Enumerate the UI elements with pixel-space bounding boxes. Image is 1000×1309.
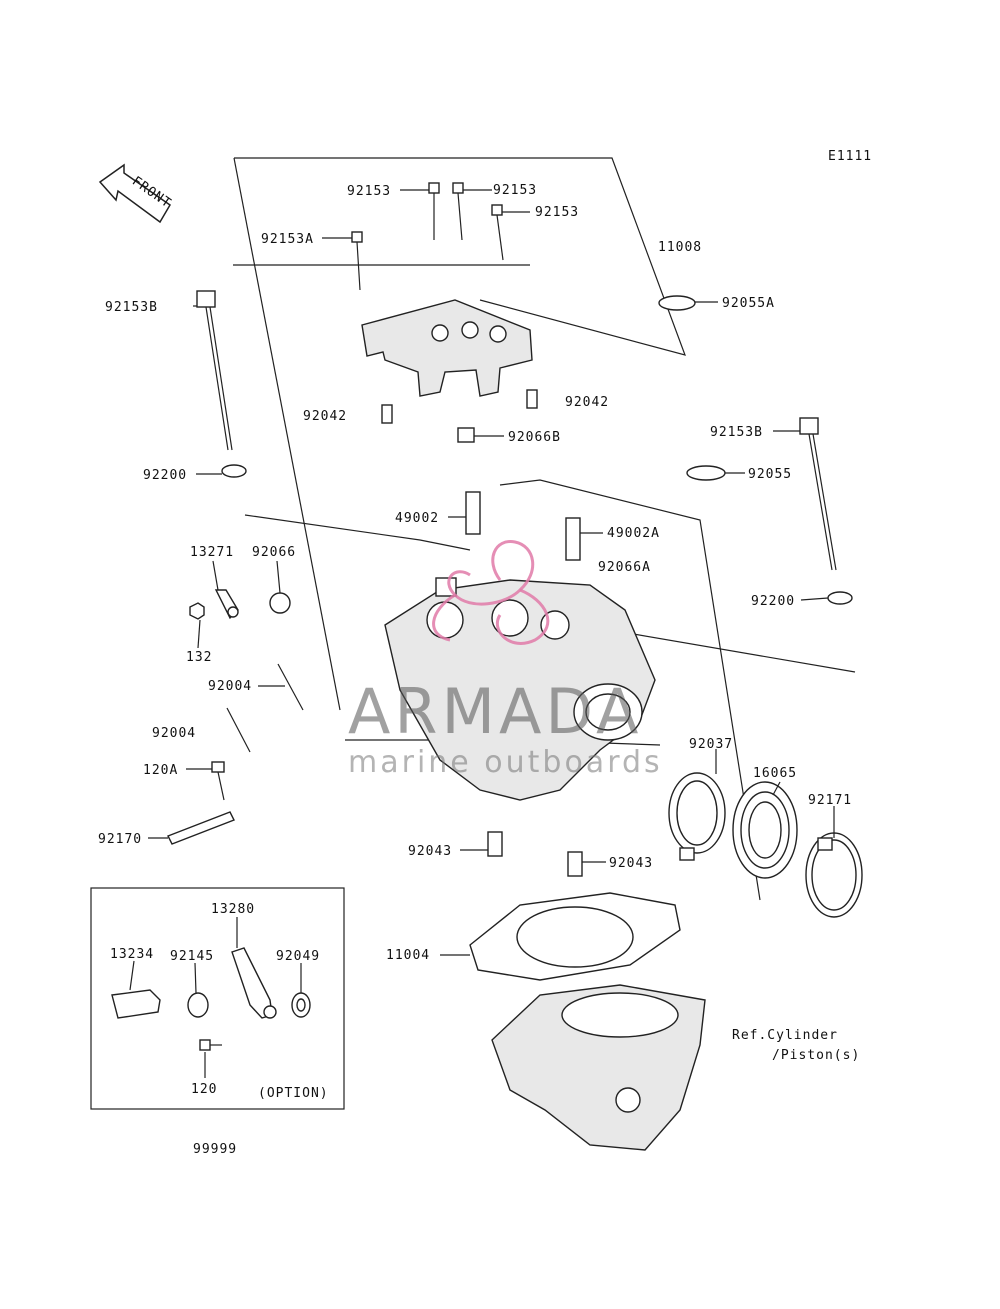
label-92066: 92066 <box>252 545 296 560</box>
front-arrow-icon: FRONT <box>98 163 174 224</box>
o-ring-92055 <box>686 465 726 481</box>
label-92043-right: 92043 <box>609 856 653 871</box>
label-92153-b: 92153 <box>493 183 537 198</box>
carburetor-holder <box>732 781 798 879</box>
washer-left <box>221 464 247 478</box>
label-ref-cylinder: Ref.Cylinder <box>732 1028 838 1043</box>
intake-port <box>573 683 643 741</box>
label-92153A: 92153A <box>261 232 314 247</box>
label-92042-right: 92042 <box>565 395 609 410</box>
option-parts <box>111 917 311 1078</box>
watermark: ARMADA marine outboards <box>348 540 663 780</box>
diagram-code: E1111 <box>828 149 872 164</box>
o-ring-92145 <box>187 992 209 1018</box>
cap-92066 <box>269 592 291 614</box>
watermark-logo-icon <box>432 540 550 645</box>
label-92004-b: 92004 <box>152 726 196 741</box>
o-ring-92055A <box>658 295 696 311</box>
label-92153B-right: 92153B <box>710 425 763 440</box>
label-92055A: 92055A <box>722 296 775 311</box>
label-92066B: 92066B <box>508 430 561 445</box>
bolt-120A <box>211 761 225 801</box>
stud-92004-b <box>226 707 251 753</box>
label-ref-piston: /Piston(s) <box>772 1048 860 1063</box>
head-bolt-right <box>799 417 837 571</box>
dowel-pin-92043-left <box>487 831 503 857</box>
label-13271: 13271 <box>190 545 234 560</box>
option-box <box>90 887 345 1110</box>
label-92049: 92049 <box>276 949 320 964</box>
label-92037: 92037 <box>689 737 733 752</box>
label-92153B-left: 92153B <box>105 300 158 315</box>
head-bolt-left <box>196 290 233 451</box>
stud-92004-a <box>277 663 304 711</box>
nut-132 <box>189 602 205 620</box>
watermark-tagline: marine outboards <box>348 745 663 780</box>
label-13234: 13234 <box>110 947 154 962</box>
label-99999: 99999 <box>193 1142 237 1157</box>
label-11008: 11008 <box>658 240 702 255</box>
leader-lines <box>148 189 835 956</box>
label-92066A: 92066A <box>598 560 651 575</box>
clamp-92037 <box>668 772 726 861</box>
washer-right <box>827 591 853 605</box>
cap-bolts <box>351 182 504 291</box>
label-92055: 92055 <box>748 467 792 482</box>
guide-92170 <box>167 811 235 845</box>
cap-13234 <box>111 989 161 1019</box>
label-92043-left: 92043 <box>408 844 452 859</box>
label-49002A: 49002A <box>607 526 660 541</box>
label-16065: 16065 <box>753 766 797 781</box>
valve-guide-49002 <box>465 491 481 535</box>
label-49002: 49002 <box>395 511 439 526</box>
watermark-name: ARMADA <box>348 675 642 748</box>
label-92153-c: 92153 <box>535 205 579 220</box>
dowel-pin-92043-right <box>567 851 583 877</box>
label-120: 120 <box>191 1082 217 1097</box>
cylinder-head <box>384 577 656 801</box>
label-92200-right: 92200 <box>751 594 795 609</box>
head-gasket <box>469 892 681 981</box>
label-132: 132 <box>186 650 212 665</box>
label-92042-left: 92042 <box>303 409 347 424</box>
valve-guide-49002A <box>565 517 581 561</box>
clamp-92171 <box>805 832 863 918</box>
label-92145: 92145 <box>170 949 214 964</box>
cylinder-block <box>491 984 706 1151</box>
label-92170: 92170 <box>98 832 142 847</box>
bracket-13271 <box>214 589 239 620</box>
label-11004: 11004 <box>386 948 430 963</box>
dowel-pin-right <box>526 389 538 409</box>
oil-seal-92066B <box>457 427 475 443</box>
label-option: (OPTION) <box>258 1086 329 1101</box>
bolt-120 <box>199 1039 211 1051</box>
label-120A: 120A <box>143 763 178 778</box>
label-13280: 13280 <box>211 902 255 917</box>
label-92153-a: 92153 <box>347 184 391 199</box>
camshaft-cap <box>361 299 533 397</box>
dowel-pin-left <box>381 404 393 424</box>
assembly-outline <box>233 157 856 901</box>
label-92004-a: 92004 <box>208 679 252 694</box>
label-92171: 92171 <box>808 793 852 808</box>
label-92200-left: 92200 <box>143 468 187 483</box>
